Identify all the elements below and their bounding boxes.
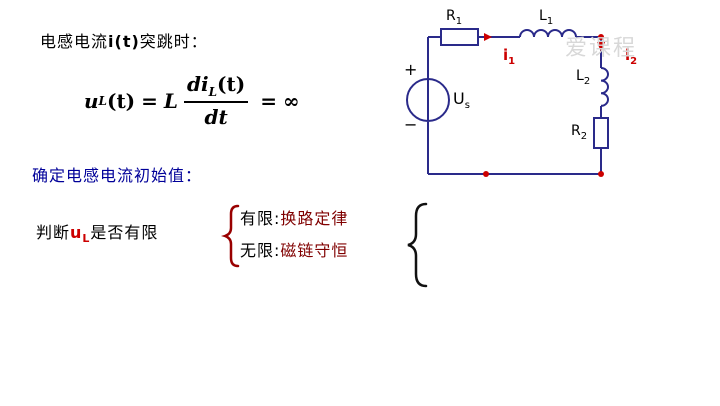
l1-sub: 1 [546, 15, 554, 27]
i2-sub: 2 [630, 56, 638, 67]
i1-label: i1 [503, 46, 515, 67]
infinite-option: 无限:磁链守恒 [240, 237, 348, 261]
formula-num-prefix: di [186, 72, 209, 96]
plus-sign: + [404, 60, 418, 79]
formula-eq1: = [141, 88, 158, 113]
i2-label: i2 [625, 46, 637, 67]
judge-var: u [70, 223, 83, 242]
l2-label: L2 [576, 68, 590, 87]
jump-suffix: 突跳时： [139, 32, 208, 51]
r1-sub: 1 [455, 15, 463, 27]
resistor-r1-icon [440, 28, 479, 46]
formula-lhs-arg: (t) [106, 88, 136, 113]
jump-title: 电感电流i(t)突跳时： [40, 28, 208, 52]
inductor-l2-icon [600, 67, 609, 107]
resistor-r2-icon [593, 117, 609, 149]
i1-sub: 1 [508, 56, 516, 67]
node-bottom-right-dot [598, 171, 604, 177]
l2-letter: L [576, 68, 584, 84]
watermark-logo: 爱课程 [565, 36, 638, 61]
l1-label: L1 [539, 8, 553, 27]
finite-value: 换路定律 [280, 209, 349, 228]
jump-prefix: 电感电流 [40, 32, 109, 51]
i2-letter: i [625, 46, 631, 64]
judge-sub: L [82, 232, 91, 246]
formula-L: L [163, 88, 178, 113]
formula-num-sub: L [208, 85, 218, 99]
formula-fraction: diL(t) dt [183, 72, 249, 129]
judge-text: 判断uL是否有限 [36, 219, 158, 245]
l2-sub: 2 [583, 75, 591, 87]
formula-denominator: dt [204, 105, 228, 129]
formula-numerator: diL(t) [183, 72, 249, 103]
r1-label: R1 [446, 8, 462, 27]
finite-key: 有限: [240, 209, 281, 228]
large-brace-icon [407, 202, 428, 288]
node-top-right-dot [598, 34, 604, 40]
us-label: Us [453, 89, 470, 111]
inductor-l1-icon [519, 29, 577, 38]
judge-prefix: 判断 [36, 223, 71, 242]
r2-letter: R [571, 123, 581, 139]
r2-sub: 2 [580, 130, 588, 142]
judge-suffix: 是否有限 [90, 223, 159, 242]
i1-letter: i [503, 46, 509, 64]
determine-heading: 确定电感电流初始值： [32, 166, 203, 185]
minus-sign: − [404, 115, 418, 134]
jump-var: i(t) [108, 32, 140, 51]
formula-eq2: = [260, 88, 277, 113]
finite-option: 有限:换路定律 [240, 205, 348, 229]
formula-lhs-var: u [84, 88, 99, 113]
l1-letter: L [539, 8, 547, 24]
infinite-key: 无限: [240, 241, 281, 260]
r2-label: R2 [571, 123, 587, 142]
node-bottom-mid-dot [483, 171, 489, 177]
formula-num-arg: (t) [217, 72, 246, 96]
formula-infinity: ∞ [282, 88, 300, 113]
small-brace-icon [221, 204, 240, 268]
formula-lhs-sub: L [98, 93, 107, 108]
us-letter: U [453, 89, 465, 108]
i1-arrow-icon [484, 33, 492, 41]
i2-arrow-icon [597, 42, 605, 52]
r1-letter: R [446, 8, 456, 24]
judge-var-group: uL [70, 223, 91, 246]
us-sub: s [464, 100, 470, 112]
infinite-value: 磁链守恒 [280, 241, 349, 260]
